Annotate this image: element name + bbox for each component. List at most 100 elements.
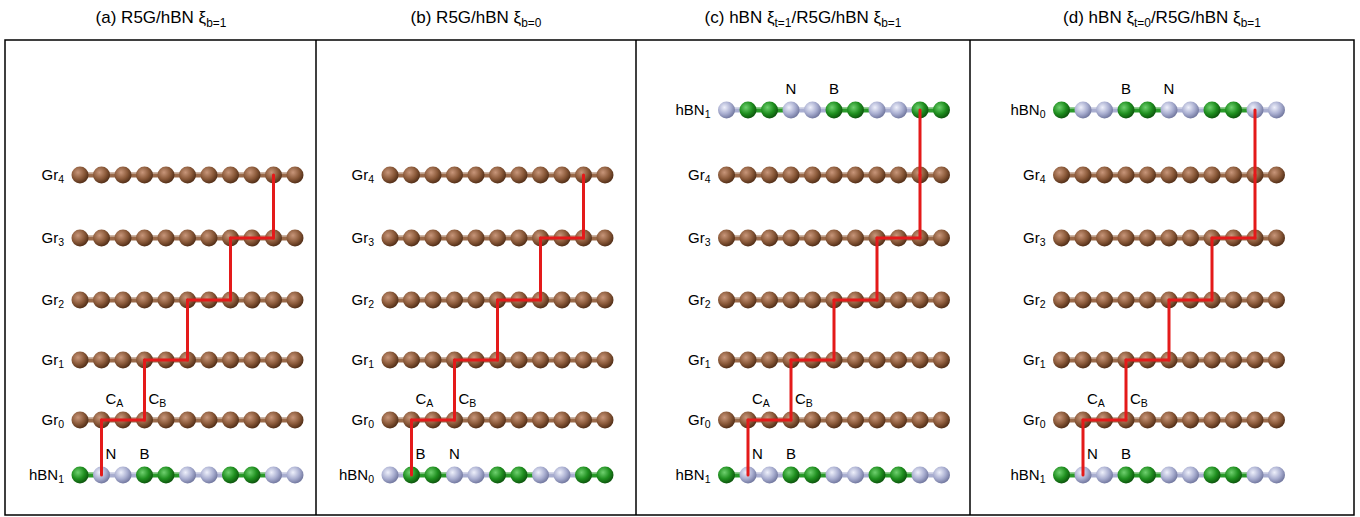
stacking-path: [102, 110, 1256, 475]
carbon-atom: [287, 230, 304, 247]
carbon-atom: [115, 167, 132, 184]
panel-title: (b) R5G/hBN ξb=0: [411, 8, 542, 28]
boron-atom: [783, 467, 800, 484]
boron-atom: [244, 467, 261, 484]
carbon-atom: [136, 230, 153, 247]
carbon-atom: [158, 292, 175, 309]
carbon-atom: [718, 352, 735, 369]
layer-label: Gr2: [688, 291, 711, 309]
carbon-atom: [244, 412, 261, 429]
layer-label: CB: [795, 390, 813, 408]
carbon-atom: [179, 167, 196, 184]
nitrogen-atom: [869, 102, 886, 119]
layer-label: Gr0: [1023, 411, 1046, 429]
boron-atom: [158, 467, 175, 484]
nitrogen-atom: [115, 467, 132, 484]
carbon-atom: [382, 412, 399, 429]
carbon-atom: [1182, 352, 1199, 369]
stacking-bond: [1125, 360, 1128, 420]
carbon-atom: [425, 167, 442, 184]
layer-label: Gr3: [351, 229, 374, 247]
boron-atom: [1139, 467, 1156, 484]
stacking-bond: [919, 110, 922, 175]
boron-atom: [425, 467, 442, 484]
layer-label: N: [1164, 80, 1175, 98]
carbon-atom: [115, 352, 132, 369]
stacking-bond: [834, 299, 877, 302]
carbon-atom: [532, 352, 549, 369]
carbon-atom: [1161, 230, 1178, 247]
carbon-atom: [403, 230, 420, 247]
layer-label: B: [1121, 445, 1131, 463]
carbon-atom: [287, 292, 304, 309]
carbon-atom: [554, 292, 571, 309]
nitrogen-atom: [912, 467, 929, 484]
carbon-atom: [1247, 412, 1264, 429]
carbon-atom: [869, 352, 886, 369]
stacking-bond: [455, 359, 498, 362]
stacking-bond: [747, 420, 750, 475]
carbon-atom: [1268, 352, 1285, 369]
layer-label: B: [829, 80, 839, 98]
carbon-atom: [761, 292, 778, 309]
carbon-atom: [847, 412, 864, 429]
stacking-bond: [748, 419, 791, 422]
carbon-atom: [1139, 230, 1156, 247]
stacking-bond: [188, 299, 231, 302]
carbon-atom: [933, 352, 950, 369]
layer-label: CA: [752, 390, 770, 408]
nitrogen-atom: [890, 102, 907, 119]
carbon-atom: [912, 352, 929, 369]
boron-atom: [933, 102, 950, 119]
nitrogen-atom: [804, 102, 821, 119]
carbon-atom: [554, 167, 571, 184]
carbon-atom: [1182, 230, 1199, 247]
carbon-atom: [201, 412, 218, 429]
carbon-atom: [1075, 352, 1092, 369]
stacking-bond: [100, 420, 103, 475]
boron-atom: [1204, 467, 1221, 484]
layer-label: Gr0: [688, 411, 711, 429]
carbon-atom: [201, 352, 218, 369]
carbon-atom: [933, 292, 950, 309]
layer-label: Gr2: [351, 291, 374, 309]
carbon-atom: [933, 412, 950, 429]
carbon-atom: [468, 230, 485, 247]
layer-label: Gr4: [41, 166, 64, 184]
carbon-atom: [1096, 292, 1113, 309]
carbon-atom: [761, 352, 778, 369]
bond-layer: [80, 109, 1277, 476]
layer-label: hBN1: [29, 466, 64, 484]
carbon-atom: [1053, 352, 1070, 369]
carbon-atom: [1225, 412, 1242, 429]
carbon-atom: [382, 352, 399, 369]
stacking-bond: [453, 360, 456, 420]
carbon-atom: [425, 230, 442, 247]
stacking-bond: [1168, 300, 1171, 360]
carbon-atom: [222, 167, 239, 184]
nitrogen-atom: [1268, 467, 1285, 484]
boron-atom: [869, 467, 886, 484]
layer-label: Gr4: [1023, 166, 1046, 184]
carbon-atom: [1075, 230, 1092, 247]
layer-label: B: [786, 445, 796, 463]
panel-title: (c) hBN ξt=1/R5G/hBN ξb=1: [705, 8, 902, 28]
carbon-atom: [597, 167, 614, 184]
layer-label: B: [139, 445, 149, 463]
carbon-atom: [72, 230, 89, 247]
stacking-bond: [541, 237, 584, 240]
carbon-atom: [1161, 167, 1178, 184]
carbon-atom: [1139, 167, 1156, 184]
carbon-atom: [890, 352, 907, 369]
boron-atom: [1204, 102, 1221, 119]
stacking-bond: [498, 299, 541, 302]
boron-atom: [761, 102, 778, 119]
nitrogen-atom: [446, 467, 463, 484]
stacking-bond: [539, 238, 542, 300]
carbon-atom: [554, 412, 571, 429]
carbon-atom: [1204, 412, 1221, 429]
layer-label: Gr4: [351, 166, 374, 184]
stacking-bond: [1211, 238, 1214, 300]
